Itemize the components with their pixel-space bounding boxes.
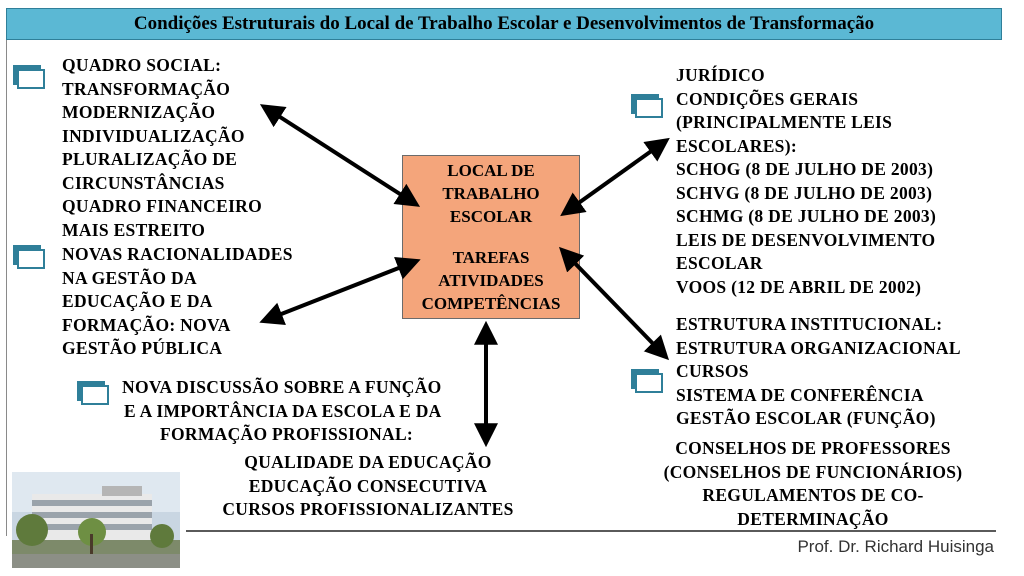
juridico-block: JURÍDICO CONDIÇÕES GERAIS (PRINCIPALMENT…	[676, 64, 936, 299]
novas-racionalidades-block: NOVAS RACIONALIDADES NA GESTÃO DA EDUCAÇ…	[62, 243, 293, 361]
estrutura-block: ESTRUTURA INSTITUCIONAL: ESTRUTURA ORGAN…	[676, 313, 961, 431]
block-line: VOOS (12 DE ABRIL DE 2002)	[676, 276, 922, 297]
folder-bullet-icon	[13, 65, 45, 89]
block-line: GESTÃO PÚBLICA	[62, 338, 223, 358]
nova-discussao-block: NOVA DISCUSSÃO SOBRE A FUNÇÃO E A IMPORT…	[122, 376, 442, 447]
block-line: PLURALIZAÇÃO DE	[62, 149, 238, 169]
block-line: GESTÃO ESCOLAR (FUNÇÃO)	[676, 408, 936, 428]
block-line: SISTEMA DE CONFERÊNCIA	[676, 384, 924, 405]
block-line: ESCOLAR	[676, 253, 763, 273]
block-line: INDIVIDUALIZAÇÃO	[62, 125, 245, 146]
block-line: LEIS DE DESENVOLVIMENTO	[676, 229, 936, 250]
block-line: SCHMG (8 DE JULHO DE 2003)	[676, 206, 937, 226]
block-line: SCHOG (8 DE JULHO DE 2003)	[676, 159, 934, 179]
arrow-estrutura	[558, 246, 670, 361]
arrow-juridico	[560, 137, 670, 217]
block-line: CURSOS	[676, 361, 749, 381]
block-line: EDUCAÇÃO CONSECUTIVA	[248, 475, 488, 496]
center-line: ATIVIDADES	[438, 271, 544, 290]
block-line: JURÍDICO	[676, 65, 765, 85]
block-line: CIRCUNSTÂNCIAS	[62, 172, 225, 193]
block-line: TRANSFORMAÇÃO	[62, 78, 231, 99]
block-line: REGULAMENTOS DE CO-	[702, 485, 924, 505]
block-line: CONDIÇÕES GERAIS	[676, 88, 859, 109]
block-line: FORMAÇÃO: NOVA	[62, 314, 231, 335]
block-line: ESTRUTURA ORGANIZACIONAL	[676, 337, 961, 358]
center-line: TRABALHO	[442, 184, 540, 203]
block-line: DETERMINAÇÃO	[737, 508, 889, 529]
block-line: CURSOS PROFISSIONALIZANTES	[222, 499, 514, 519]
center-line: LOCAL DE	[447, 161, 535, 180]
center-line: COMPETÊNCIAS	[421, 294, 561, 313]
block-line: SCHVG (8 DE JULHO DE 2003)	[676, 182, 933, 203]
block-line: FORMAÇÃO PROFISSIONAL:	[160, 424, 414, 444]
folder-bullet-icon	[77, 381, 109, 405]
block-line: NOVAS RACIONALIDADES	[62, 244, 293, 264]
block-line: CONSELHOS DE PROFESSORES	[675, 438, 951, 458]
block-line: QUALIDADE DA EDUCAÇÃO	[244, 452, 492, 472]
center-box-local-trabalho: LOCAL DE TRABALHO ESCOLAR TAREFAS ATIVID…	[402, 155, 580, 319]
block-line: (PRINCIPALMENTE LEIS	[676, 112, 893, 132]
conselhos-block: CONSELHOS DE PROFESSORES (CONSELHOS DE F…	[650, 437, 976, 531]
folder-bullet-icon	[13, 245, 45, 269]
block-line: NA GESTÃO DA	[62, 267, 197, 288]
block-line: QUADRO FINANCEIRO	[62, 196, 263, 216]
block-line: MODERNIZAÇÃO	[62, 102, 216, 122]
qualidade-block: QUALIDADE DA EDUCAÇÃO EDUCAÇÃO CONSECUTI…	[200, 451, 536, 522]
arrow-novas-racionalidades	[259, 256, 421, 326]
block-line: QUADRO SOCIAL:	[62, 55, 222, 75]
block-line: ESCOLARES):	[676, 135, 797, 156]
school-building-photo	[12, 472, 180, 568]
arrow-quadro-social	[259, 104, 421, 207]
author-credit: Prof. Dr. Richard Huisinga	[797, 537, 994, 556]
folder-bullet-icon	[631, 369, 663, 393]
quadro-social-block: QUADRO SOCIAL: TRANSFORMAÇÃO MODERNIZAÇÃ…	[62, 54, 262, 242]
folder-bullet-icon	[631, 94, 663, 118]
block-line: EDUCAÇÃO E DA	[62, 291, 213, 311]
title-bar: Condições Estruturais do Local de Trabal…	[6, 8, 1002, 40]
block-line: E A IMPORTÂNCIA DA ESCOLA E DA	[124, 400, 442, 421]
block-line: (CONSELHOS DE FUNCIONÁRIOS)	[663, 461, 963, 482]
block-line: NOVA DISCUSSÃO SOBRE A FUNÇÃO	[122, 377, 442, 397]
footer-rule	[186, 530, 996, 532]
left-rule	[6, 40, 7, 536]
center-line: TAREFAS	[452, 248, 530, 267]
page-title: Condições Estruturais do Local de Trabal…	[133, 13, 875, 34]
block-line: MAIS ESTREITO	[62, 219, 206, 240]
block-line: ESTRUTURA INSTITUCIONAL:	[676, 314, 943, 334]
center-line: ESCOLAR	[449, 207, 533, 226]
